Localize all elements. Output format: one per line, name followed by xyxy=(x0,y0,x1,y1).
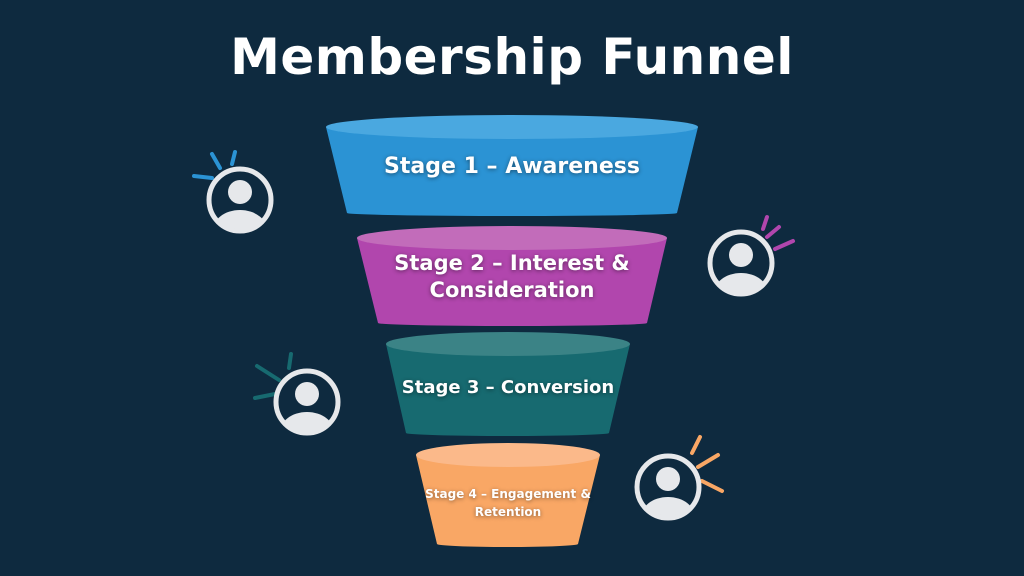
icon-3-ray xyxy=(287,352,293,370)
stage-4-text-line2: Retention xyxy=(474,505,542,519)
icon-4-ray xyxy=(696,453,720,469)
stage-3-top xyxy=(386,332,630,356)
icon-4-ray xyxy=(700,479,724,493)
person-4-body xyxy=(640,497,696,516)
person-2-body xyxy=(713,273,769,292)
person-2-head xyxy=(729,243,753,267)
person-1-head xyxy=(228,180,252,204)
icon-2-ray xyxy=(765,225,781,239)
stage-4-body xyxy=(416,455,600,547)
stage-2-label: Stage 2 – Interest & Consideration xyxy=(360,250,664,305)
person-1-icon xyxy=(206,166,274,234)
person-3-body xyxy=(279,412,335,431)
stage-3-text: Stage 3 – Conversion xyxy=(401,377,615,398)
person-3-head xyxy=(295,382,319,406)
icon-2-ray xyxy=(761,215,769,231)
icon-4-ray xyxy=(690,435,702,455)
stage-1-text: Stage 1 – Awareness xyxy=(384,154,640,179)
stage-3-body xyxy=(386,344,630,437)
person-2-icon xyxy=(707,229,775,297)
stage-4-text-line1: Stage 4 – Engagement & xyxy=(425,487,591,501)
stage-4-top xyxy=(416,443,600,467)
icon-3-ray xyxy=(253,392,277,400)
icon-2-ray xyxy=(773,239,795,251)
stage-1-body xyxy=(326,127,698,216)
stage-1-label: Stage 1 – Awareness xyxy=(340,153,684,182)
icon-1-ray xyxy=(192,174,214,180)
person-1-body xyxy=(212,210,268,229)
icon-3-ray xyxy=(255,364,281,382)
stage-1-top xyxy=(326,115,698,139)
diagram-title: Membership Funnel xyxy=(230,28,794,86)
icon-1-ray xyxy=(230,150,237,166)
icon-1-ray xyxy=(210,152,222,170)
stage-4-label: Stage 4 – Engagement & Retention xyxy=(418,485,598,521)
stage-2-top xyxy=(357,226,667,250)
person-3-icon xyxy=(273,368,341,436)
stage-2-body xyxy=(357,238,667,326)
person-4-head xyxy=(656,467,680,491)
stage-2-text-line1: Stage 2 – Interest & xyxy=(394,251,630,275)
stage-2-text-line2: Consideration xyxy=(429,278,595,303)
person-4-icon xyxy=(634,453,702,521)
stage-3-label: Stage 3 – Conversion xyxy=(390,376,626,399)
